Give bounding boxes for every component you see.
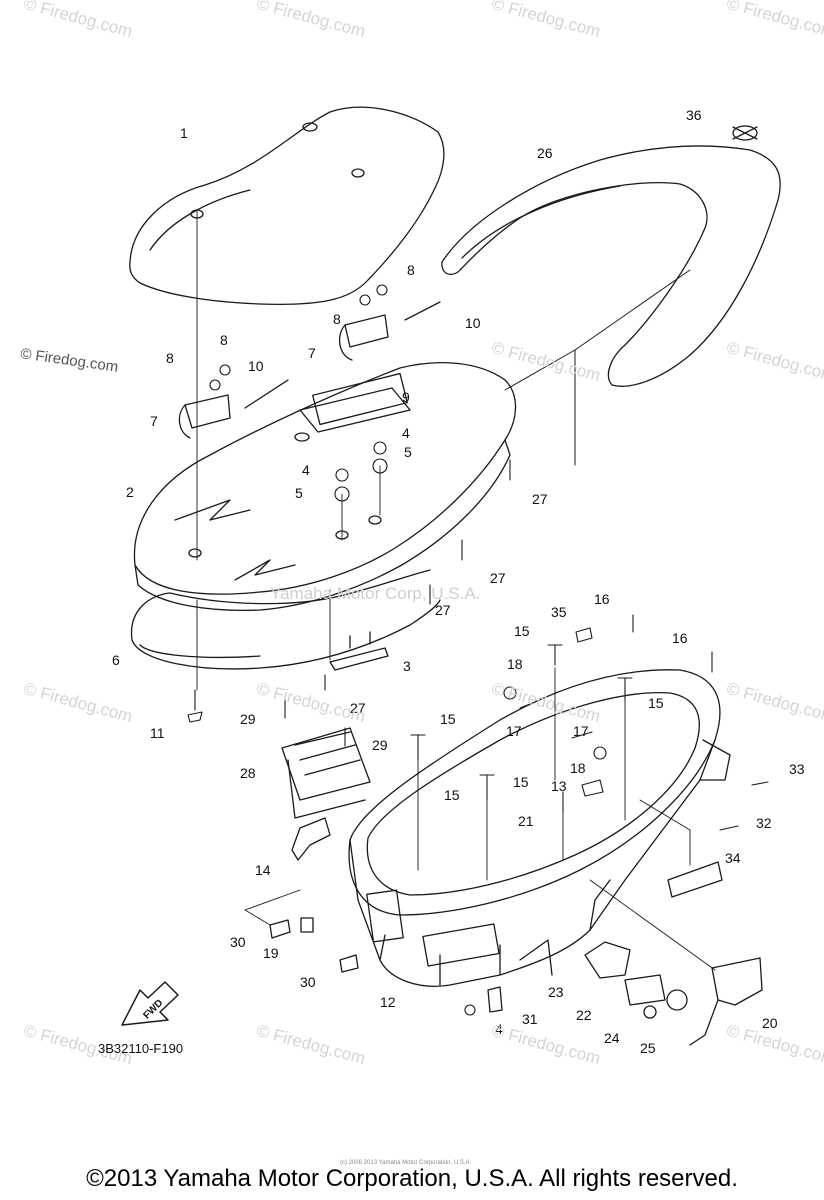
callout-20: 20 bbox=[762, 1015, 778, 1031]
callout-16: 16 bbox=[594, 591, 610, 607]
callout-4: 4 bbox=[302, 462, 310, 478]
callout-30: 30 bbox=[230, 934, 246, 950]
rear-grab-rail-part bbox=[441, 125, 781, 387]
small-clip-part-30b bbox=[339, 954, 359, 973]
callout-16: 16 bbox=[672, 630, 688, 646]
callout-7: 7 bbox=[150, 413, 158, 429]
callout-25: 25 bbox=[640, 1040, 656, 1056]
callout-34: 34 bbox=[725, 850, 741, 866]
storage-lid-part bbox=[133, 361, 517, 611]
latch-bracket-part bbox=[584, 941, 631, 979]
small-nut-part-19 bbox=[300, 917, 314, 933]
callout-8: 8 bbox=[407, 262, 415, 278]
callout-29: 29 bbox=[240, 711, 256, 727]
hinge-part-left bbox=[178, 394, 231, 439]
reference-code: 3B32110-F190 bbox=[98, 1041, 184, 1056]
callout-17: 17 bbox=[573, 723, 589, 739]
callout-32: 32 bbox=[756, 815, 772, 831]
tray-part bbox=[281, 727, 371, 819]
callout-10: 10 bbox=[248, 358, 264, 374]
callout-27: 27 bbox=[490, 570, 506, 586]
callout-17: 17 bbox=[506, 723, 522, 739]
lock-parts bbox=[624, 974, 688, 1019]
callout-36: 36 bbox=[686, 107, 702, 123]
callout-2: 2 bbox=[126, 484, 134, 500]
callout-14: 14 bbox=[255, 862, 271, 878]
callout-1: 1 bbox=[180, 125, 188, 141]
callout-3: 3 bbox=[403, 658, 411, 674]
clip-part bbox=[291, 817, 331, 861]
callout-28: 28 bbox=[240, 765, 256, 781]
callout-27: 27 bbox=[350, 700, 366, 716]
callout-5: 5 bbox=[404, 444, 412, 460]
fasteners bbox=[187, 284, 769, 1016]
lid-bracket-part bbox=[329, 631, 389, 671]
callout-26: 26 bbox=[537, 145, 553, 161]
callout-31: 31 bbox=[522, 1011, 538, 1027]
callout-24: 24 bbox=[604, 1030, 620, 1046]
callout-4: 4 bbox=[402, 425, 410, 441]
callout-5: 5 bbox=[295, 485, 303, 501]
callout-11: 11 bbox=[150, 725, 165, 741]
callout-15: 15 bbox=[648, 695, 664, 711]
rail-box-outline bbox=[504, 269, 691, 466]
callout-18: 18 bbox=[570, 760, 586, 776]
bolt-part-31 bbox=[487, 986, 503, 1013]
callout-27: 27 bbox=[435, 602, 451, 618]
callout-layer: 1 36 26 8 8 8 8 10 10 7 7 9 4 4 5 5 2 27 27 27 27 6 3 11 35 16 16 1… bbox=[112, 107, 805, 1056]
callout-15: 15 bbox=[513, 774, 529, 790]
callout-29: 29 bbox=[372, 737, 388, 753]
leader-lines bbox=[196, 209, 716, 971]
callout-21: 21 bbox=[518, 813, 534, 829]
tiny-credit: (c) 2006 2013 Yamaha Motor Corporation, … bbox=[340, 1160, 472, 1166]
callout-12: 12 bbox=[380, 994, 396, 1010]
storage-box-part bbox=[348, 669, 731, 987]
lid-seal-part bbox=[130, 569, 441, 670]
callout-13: 13 bbox=[551, 778, 567, 794]
callout-19: 19 bbox=[263, 945, 279, 961]
callout-15: 15 bbox=[514, 623, 530, 639]
lid-plate-part bbox=[299, 387, 411, 433]
callout-7: 7 bbox=[308, 345, 316, 361]
fwd-arrow-icon bbox=[121, 981, 179, 1026]
callout-27: 27 bbox=[532, 491, 548, 507]
copyright-notice: ©2013 Yamaha Motor Corporation, U.S.A. A… bbox=[86, 1165, 738, 1192]
seat-cushion-part bbox=[129, 106, 445, 305]
callout-4: 4 bbox=[495, 1021, 503, 1037]
callout-35: 35 bbox=[551, 604, 567, 620]
center-watermark: Yamaha Motor Corp, U.S.A. bbox=[270, 584, 481, 603]
callout-22: 22 bbox=[576, 1007, 592, 1023]
callout-10: 10 bbox=[465, 315, 481, 331]
callout-9: 9 bbox=[402, 389, 410, 405]
callout-8: 8 bbox=[166, 350, 174, 366]
hinge-rod-right bbox=[404, 301, 441, 321]
small-clip-part-30a bbox=[269, 919, 291, 939]
callout-33: 33 bbox=[789, 761, 805, 777]
callout-23: 23 bbox=[548, 984, 564, 1000]
latch-part bbox=[689, 957, 763, 1046]
hinge-part-right bbox=[338, 314, 389, 361]
callout-30: 30 bbox=[300, 974, 316, 990]
callout-8: 8 bbox=[220, 332, 228, 348]
callout-8: 8 bbox=[333, 311, 341, 327]
callout-15: 15 bbox=[444, 787, 460, 803]
hinge-rod-left bbox=[244, 379, 289, 409]
callout-6: 6 bbox=[112, 652, 120, 668]
callout-18: 18 bbox=[507, 656, 523, 672]
callout-15: 15 bbox=[440, 711, 456, 727]
pad-part bbox=[667, 861, 723, 898]
